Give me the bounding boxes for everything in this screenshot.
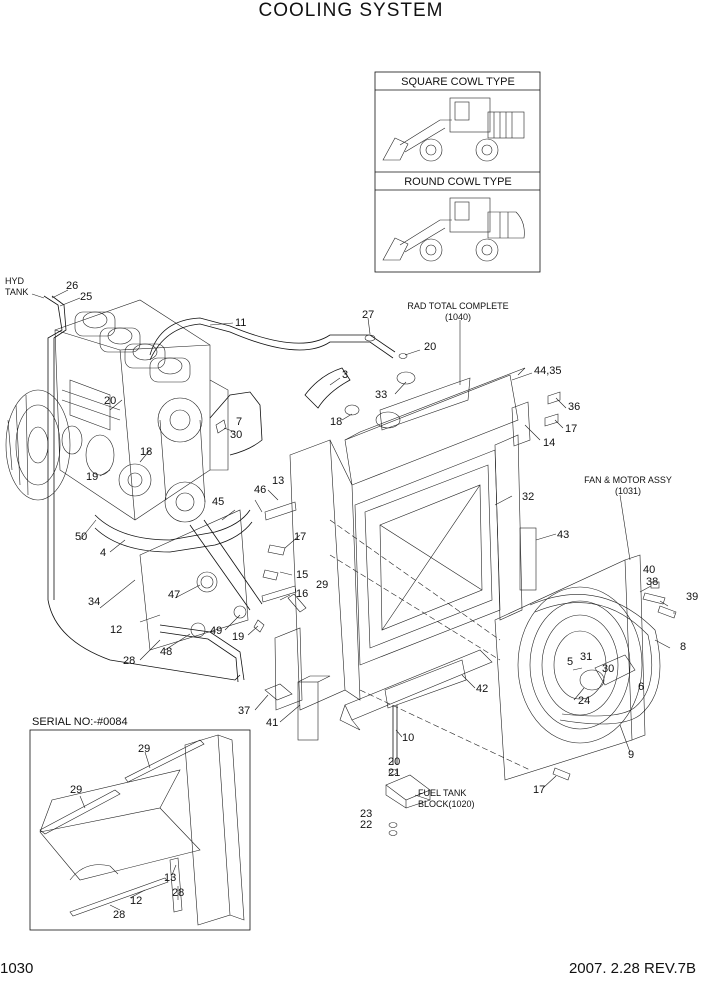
callout: 40 bbox=[643, 564, 655, 576]
engine-block bbox=[5, 299, 229, 523]
fan-motor-assembly bbox=[494, 554, 677, 781]
callout: 28 bbox=[113, 909, 125, 921]
page-title: COOLING SYSTEM bbox=[258, 0, 444, 21]
callout: 42 bbox=[476, 683, 488, 695]
callout: 47 bbox=[168, 589, 180, 601]
annotation-labels: HYD TANK RAD TOTAL COMPLETE (1040) FAN &… bbox=[5, 276, 672, 809]
callout: 24 bbox=[578, 695, 590, 707]
callout: 17 bbox=[533, 784, 545, 796]
hoses bbox=[43, 295, 396, 683]
callout: 31 bbox=[580, 651, 592, 663]
page-number: 1030 bbox=[0, 960, 34, 977]
callout: 38 bbox=[646, 576, 658, 588]
callout: 6 bbox=[638, 681, 644, 693]
callout: 13 bbox=[164, 872, 176, 884]
callout: 14 bbox=[543, 437, 555, 449]
callout: 41 bbox=[266, 717, 278, 729]
callout: 29 bbox=[70, 784, 82, 796]
callout: 44,35 bbox=[534, 365, 562, 377]
callout: 3 bbox=[342, 369, 348, 381]
callout: 18 bbox=[140, 446, 152, 458]
callout: 4 bbox=[100, 547, 106, 559]
callout: 20 bbox=[104, 395, 116, 407]
callout: 19 bbox=[86, 471, 98, 483]
square-cowl-loader bbox=[382, 97, 525, 162]
callout: 9 bbox=[628, 749, 634, 761]
callout: 30 bbox=[230, 429, 242, 441]
fan-motor-label-1: FAN & MOTOR ASSY bbox=[584, 475, 672, 485]
fuel-tank-label-1: FUEL TANK bbox=[418, 788, 466, 798]
callout: 33 bbox=[375, 389, 387, 401]
callout: 25 bbox=[80, 291, 92, 303]
callout: 22 bbox=[360, 819, 372, 831]
hyd-tank-label-1: HYD bbox=[5, 276, 25, 286]
callout: 30 bbox=[602, 663, 614, 675]
shroud-brackets bbox=[139, 501, 331, 741]
callout: 13 bbox=[272, 475, 284, 487]
callout: 10 bbox=[402, 732, 414, 744]
callout: 36 bbox=[568, 401, 580, 413]
callout: 26 bbox=[66, 280, 78, 292]
callout: 17 bbox=[294, 531, 306, 543]
callout: 19 bbox=[232, 631, 244, 643]
rad-total-label-2: (1040) bbox=[445, 312, 471, 322]
callout: 29 bbox=[138, 743, 150, 755]
serial-inset: SERIAL NO:-#0084 bbox=[29, 716, 251, 931]
callout: 20 bbox=[388, 756, 400, 768]
callout: 17 bbox=[565, 423, 577, 435]
callout: 48 bbox=[160, 646, 172, 658]
callout: 8 bbox=[680, 641, 686, 653]
callout: 12 bbox=[110, 624, 122, 636]
callout: 11 bbox=[235, 317, 246, 329]
serial-parts bbox=[39, 734, 245, 926]
callout: 39 bbox=[686, 591, 698, 603]
fuel-tank-label-2: BLOCK(1020) bbox=[418, 799, 475, 809]
callout: 37 bbox=[238, 705, 250, 717]
fan-motor-label-2: (1031) bbox=[615, 486, 641, 496]
callout: 49 bbox=[210, 625, 222, 637]
callout: 32 bbox=[522, 491, 534, 503]
callout: 46 bbox=[254, 484, 266, 496]
callout: 20 bbox=[424, 341, 436, 353]
callout: 16 bbox=[296, 588, 308, 600]
serial-leaders bbox=[79, 751, 179, 911]
callout: 21 bbox=[388, 767, 400, 779]
callout-numbers: 26 25 11 27 20 3 33 44,35 36 17 14 7 30 … bbox=[66, 280, 698, 921]
serial-number-label: SERIAL NO:-#0084 bbox=[32, 716, 128, 728]
leader-lines bbox=[31, 289, 675, 801]
callout: 34 bbox=[88, 596, 100, 608]
callout: 45 bbox=[212, 496, 224, 508]
callout: 43 bbox=[557, 529, 569, 541]
cowl-type-inset: SQUARE COWL TYPE ROUND COWL TYPE bbox=[374, 71, 541, 273]
callout: 50 bbox=[75, 531, 87, 543]
round-cowl-label: ROUND COWL TYPE bbox=[404, 176, 512, 188]
callout: 12 bbox=[130, 895, 142, 907]
callout: 7 bbox=[236, 416, 242, 428]
callout: 28 bbox=[172, 887, 184, 899]
callout: 18 bbox=[330, 416, 342, 428]
callout: 23 bbox=[360, 808, 372, 820]
rad-total-label-1: RAD TOTAL COMPLETE bbox=[407, 301, 508, 311]
callout: 28 bbox=[123, 655, 135, 667]
callout: 27 bbox=[362, 309, 374, 321]
round-cowl-loader bbox=[382, 197, 525, 262]
hardware bbox=[215, 334, 561, 633]
callout: 15 bbox=[296, 569, 308, 581]
callout: 29 bbox=[316, 579, 328, 591]
hyd-tank-label-2: TANK bbox=[5, 287, 28, 297]
radiator-assembly bbox=[289, 367, 537, 836]
routing-dashes bbox=[329, 519, 531, 771]
revision-date: 2007. 2.28 REV.7B bbox=[568, 960, 696, 977]
callout: 5 bbox=[567, 656, 573, 668]
square-cowl-label: SQUARE COWL TYPE bbox=[401, 76, 515, 88]
